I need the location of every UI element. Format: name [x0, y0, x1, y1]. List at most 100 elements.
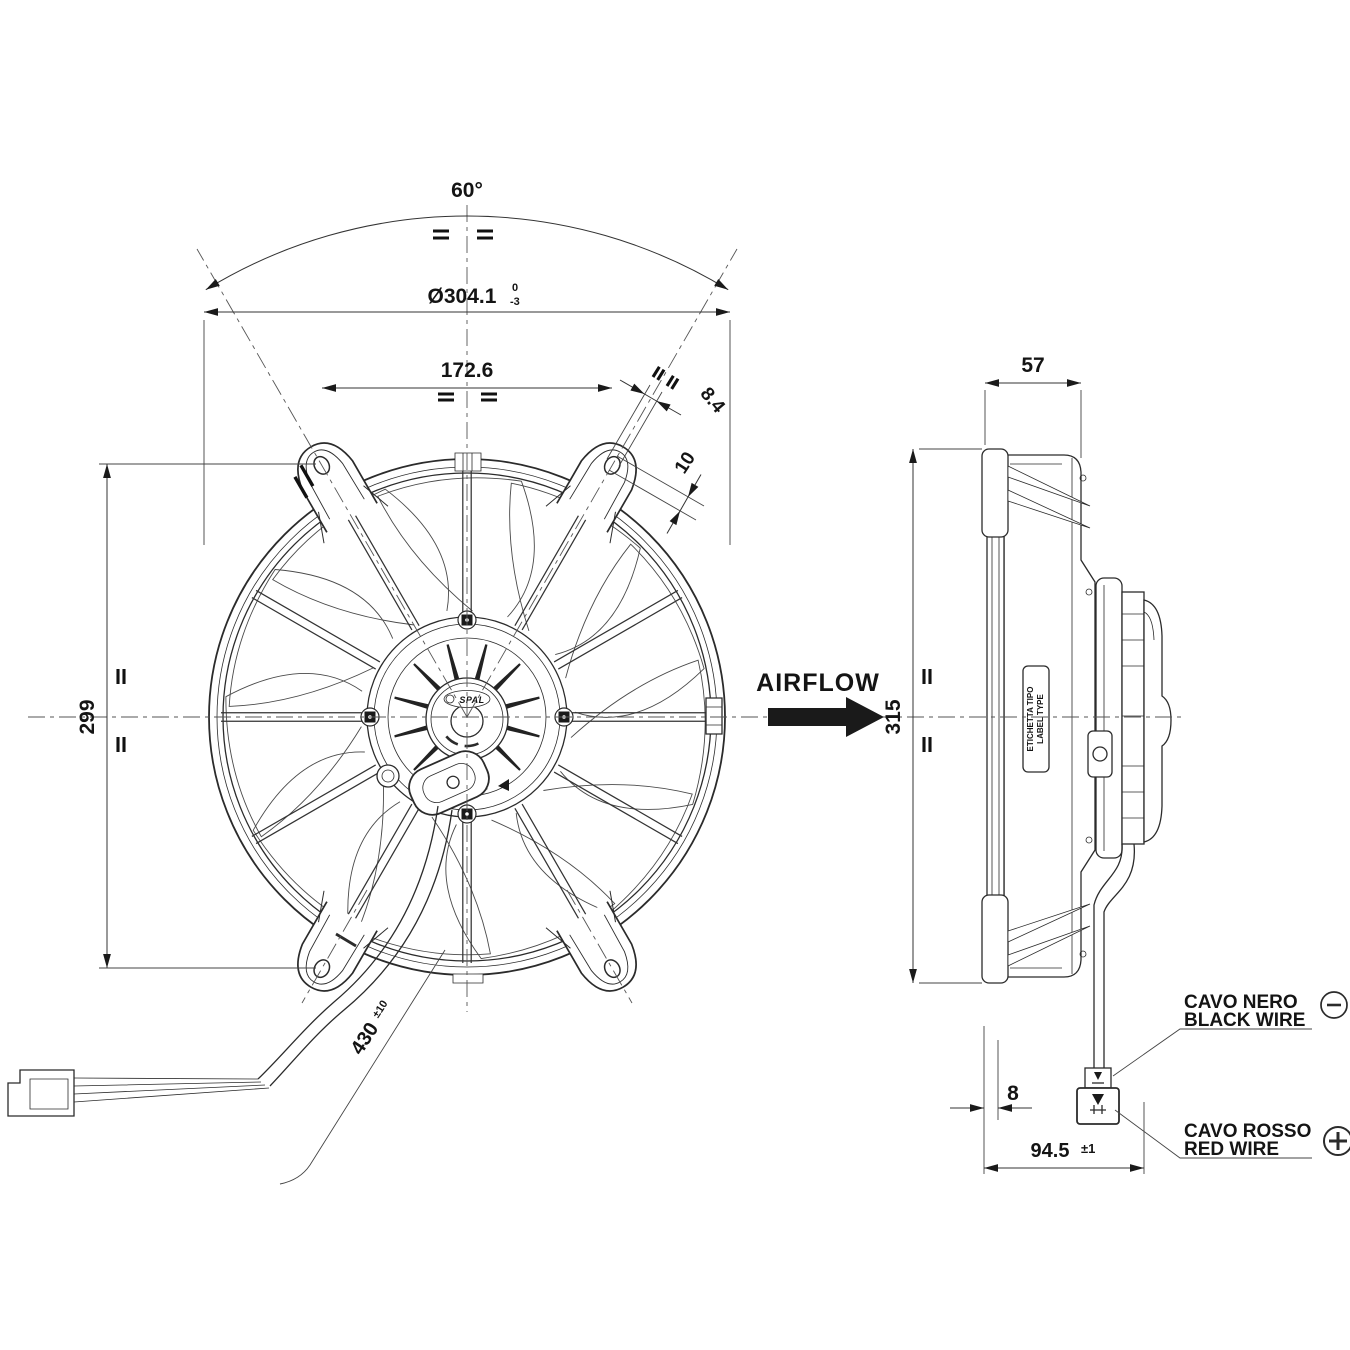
fan-front-view: SPAL: [7, 442, 726, 1117]
motor-rib: [473, 644, 488, 685]
dim-diameter-tol-lower: -3: [510, 296, 520, 308]
mounting-tab: [545, 442, 637, 544]
motor-rib: [394, 723, 435, 738]
ring-top-junction: [454, 452, 482, 472]
cable-clip: [335, 932, 357, 948]
mounting-tab: [545, 890, 637, 992]
hub-logo-text: SPAL: [459, 695, 484, 705]
dim-cable-length-tol: ±10: [370, 998, 390, 1020]
tab-gussets: [318, 890, 389, 949]
dim-slot-width-text: 8.4: [696, 384, 729, 418]
cable-connector-front: [7, 1069, 270, 1117]
side-clevis-pin: [1092, 746, 1108, 762]
fan-side-view: ETICHETTA TIPO LABEL TYPE: [981, 448, 1172, 1125]
side-connector: [1076, 1067, 1120, 1125]
motor-connector-pod: [408, 750, 490, 816]
fan-blade: [252, 751, 384, 930]
fan-blade: [515, 784, 693, 914]
shroud-spokes: [221, 471, 713, 963]
tab-axis-bottom-left: [301, 889, 368, 1004]
red-wire-label-en: RED WIRE: [1184, 1139, 1279, 1160]
hub-ear-hole: [381, 769, 395, 783]
side-bottom-tab: [981, 894, 1009, 984]
side-top-gussets: [1007, 465, 1091, 529]
dim-172-eq-marks: [438, 392, 497, 402]
motor-rib: [499, 696, 540, 711]
mounting-tab: [297, 890, 389, 992]
ring-top-junction-lines: [462, 453, 473, 471]
dim-connector-distance: 94.5 ±1: [984, 1102, 1145, 1174]
fan-blade: [560, 659, 706, 810]
hub-bolt-center: [465, 812, 469, 816]
dim-plate-offset: 8: [950, 1026, 1032, 1174]
ring-bottom-junction: [452, 973, 484, 984]
dim-hole-spacing-h-text: 172.6: [441, 359, 494, 382]
shroud-spoke: [462, 471, 472, 614]
dim-angle-60: 60°: [205, 179, 729, 291]
tab-gussets: [545, 485, 616, 544]
fan-blade: [228, 569, 394, 707]
tab-inner-outline: [569, 449, 629, 520]
dim-diameter: Ø304.1 0 -3: [203, 282, 731, 545]
centerlines: [28, 205, 1186, 1012]
dim-depth: 57: [984, 354, 1082, 458]
fan-blade: [565, 543, 705, 718]
side-motor-clevis: [1087, 730, 1113, 778]
tab-axis-left: [196, 248, 468, 718]
dim-height-text: 315: [882, 699, 905, 734]
tab-gussets: [318, 485, 389, 544]
boss-arc-marks: [445, 735, 479, 748]
dim-diameter-text: Ø304.1: [428, 285, 497, 308]
shroud-spoke: [251, 589, 381, 670]
black-wire-label-it: CAVO NERO: [1184, 992, 1298, 1013]
dim-plate-offset-text: 8: [1007, 1082, 1019, 1105]
type-label-line1: ETICHETTA TIPO: [1026, 687, 1035, 752]
rotation-arrow: [498, 779, 509, 791]
airflow-label: AIRFLOW: [756, 669, 880, 697]
mounting-tab: [293, 442, 389, 544]
side-wire: [1093, 843, 1135, 1068]
polarity-minus-icon: [1320, 991, 1348, 1019]
airflow-arrow-icon: [768, 697, 884, 737]
shroud-spoke: [339, 803, 420, 933]
fan-blade: [445, 819, 616, 960]
shroud-spoke: [553, 764, 683, 845]
side-motor-cap-line: [1143, 611, 1155, 641]
side-motor-cap: [1143, 599, 1172, 843]
side-bottom-gussets: [1007, 903, 1091, 967]
shroud-spoke: [251, 764, 381, 845]
shroud-spoke: [221, 712, 364, 722]
ring-right-clip-lines: [706, 706, 722, 726]
side-motor-ribs: [1122, 613, 1144, 819]
dim-angle-eq-marks: [433, 229, 493, 240]
shroud-spoke: [553, 589, 683, 670]
type-label-box: ETICHETTA TIPO LABEL TYPE: [1022, 665, 1050, 773]
tab-axis-bottom-right: [566, 889, 633, 1004]
side-top-tab: [981, 448, 1009, 538]
connector-wires: [73, 1077, 270, 1103]
motor-face-ribs: [394, 644, 540, 790]
tab-gussets: [545, 890, 616, 949]
tab-section-marks: [293, 464, 315, 499]
mounting-tabs: [293, 442, 637, 992]
power-cable: [257, 805, 453, 1087]
side-shroud-lines: [1010, 458, 1073, 974]
ring-right-clip: [705, 697, 723, 735]
shroud-spoke: [462, 820, 472, 963]
fan-blade: [225, 672, 363, 838]
dim-hole-spacing-h: 172.6: [322, 359, 612, 402]
dim-slot-length-text: 10: [671, 448, 700, 477]
motor-rib: [499, 723, 540, 738]
motor-rib: [413, 663, 445, 695]
polarity-plus-icon: [1323, 1126, 1350, 1156]
shroud-spoke: [339, 501, 420, 631]
black-wire-label-en: BLACK WIRE: [1184, 1010, 1305, 1031]
red-wire-callout: CAVO ROSSO RED WIRE: [1114, 1109, 1350, 1160]
shroud-spoke: [514, 803, 595, 933]
wire-labels: CAVO NERO BLACK WIRE CAVO ROSSO RED WIRE: [1112, 991, 1350, 1160]
tab-axis-right: [466, 248, 738, 718]
motor-rib: [394, 696, 435, 711]
type-label-line2: LABEL TYPE: [1036, 694, 1045, 744]
